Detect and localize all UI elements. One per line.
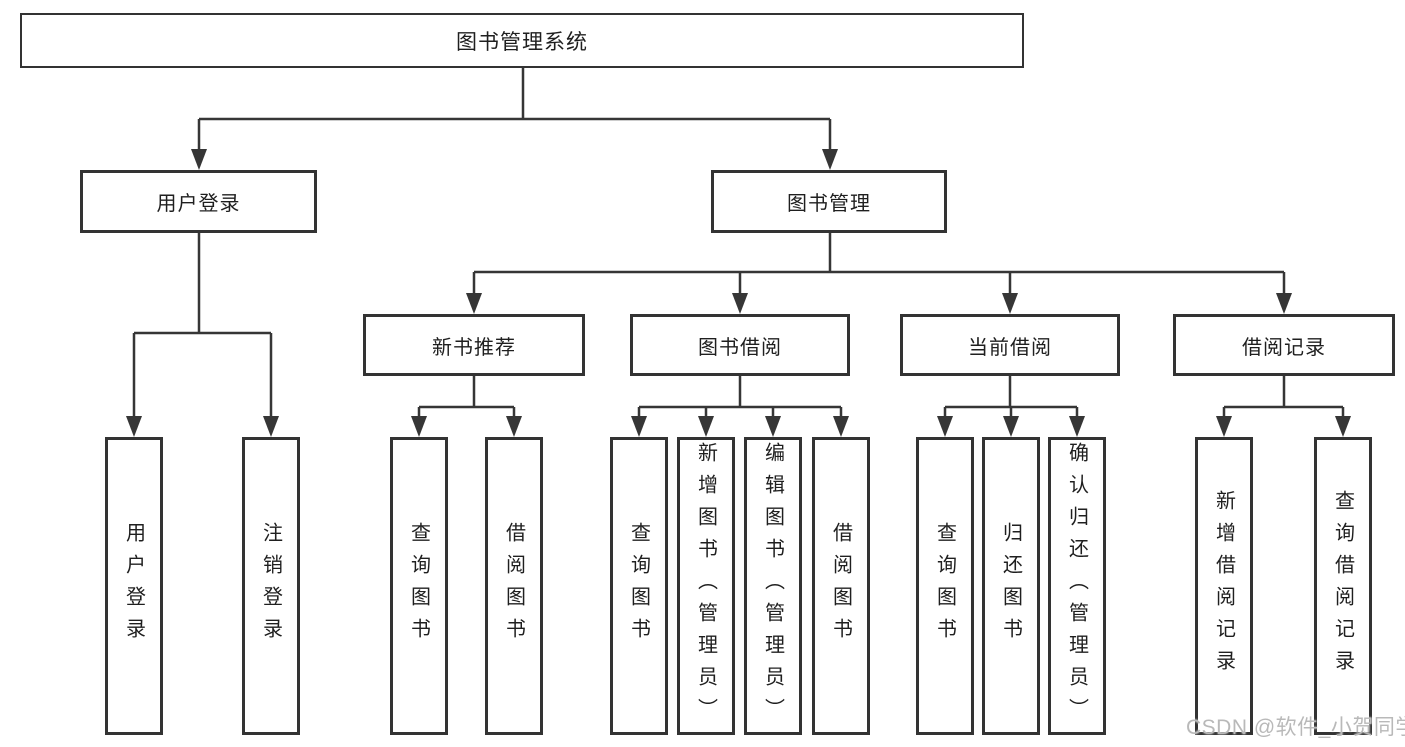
node-user-login: 用户登录 <box>80 170 317 233</box>
arrow-down-icon <box>1069 416 1085 437</box>
node-edit-book-admin: 编辑图书（管理员） <box>744 437 802 735</box>
arrow-down-icon <box>466 293 482 314</box>
arrow-down-icon <box>506 416 522 437</box>
node-current-borrowing: 当前借阅 <box>900 314 1120 376</box>
node-confirm-return-admin: 确认归还（管理员） <box>1048 437 1106 735</box>
arrow-down-icon <box>263 416 279 437</box>
arrow-down-icon <box>631 416 647 437</box>
node-root: 图书管理系统 <box>20 13 1024 68</box>
arrow-down-icon <box>732 293 748 314</box>
node-query-books: 查询图书 <box>610 437 668 735</box>
arrow-down-icon <box>411 416 427 437</box>
node-borrow-records: 借阅记录 <box>1173 314 1395 376</box>
node-user-login-leaf: 用户登录 <box>105 437 163 735</box>
node-new-book-recommend: 新书推荐 <box>363 314 585 376</box>
arrow-down-icon <box>191 149 207 170</box>
arrow-down-icon <box>1003 416 1019 437</box>
arrow-down-icon <box>698 416 714 437</box>
node-add-borrow-record: 新增借阅记录 <box>1195 437 1253 735</box>
node-book-management: 图书管理 <box>711 170 947 233</box>
arrow-down-icon <box>765 416 781 437</box>
node-borrow-books: 借阅图书 <box>485 437 543 735</box>
arrow-down-icon <box>1335 416 1351 437</box>
node-query-books: 查询图书 <box>390 437 448 735</box>
node-book-borrowing: 图书借阅 <box>630 314 850 376</box>
connector-path <box>132 68 1345 421</box>
watermark: CSDN @软件_小贺同学 <box>1186 716 1405 739</box>
node-query-borrow-record: 查询借阅记录 <box>1314 437 1372 735</box>
arrow-down-icon <box>822 149 838 170</box>
arrowheads <box>126 149 1351 437</box>
node-borrow-books: 借阅图书 <box>812 437 870 735</box>
node-add-book-admin: 新增图书（管理员） <box>677 437 735 735</box>
arrow-down-icon <box>833 416 849 437</box>
node-return-books: 归还图书 <box>982 437 1040 735</box>
node-logout-leaf: 注销登录 <box>242 437 300 735</box>
node-query-books: 查询图书 <box>916 437 974 735</box>
arrow-down-icon <box>937 416 953 437</box>
arrow-down-icon <box>1216 416 1232 437</box>
arrow-down-icon <box>1002 293 1018 314</box>
arrow-down-icon <box>1276 293 1292 314</box>
arrow-down-icon <box>126 416 142 437</box>
